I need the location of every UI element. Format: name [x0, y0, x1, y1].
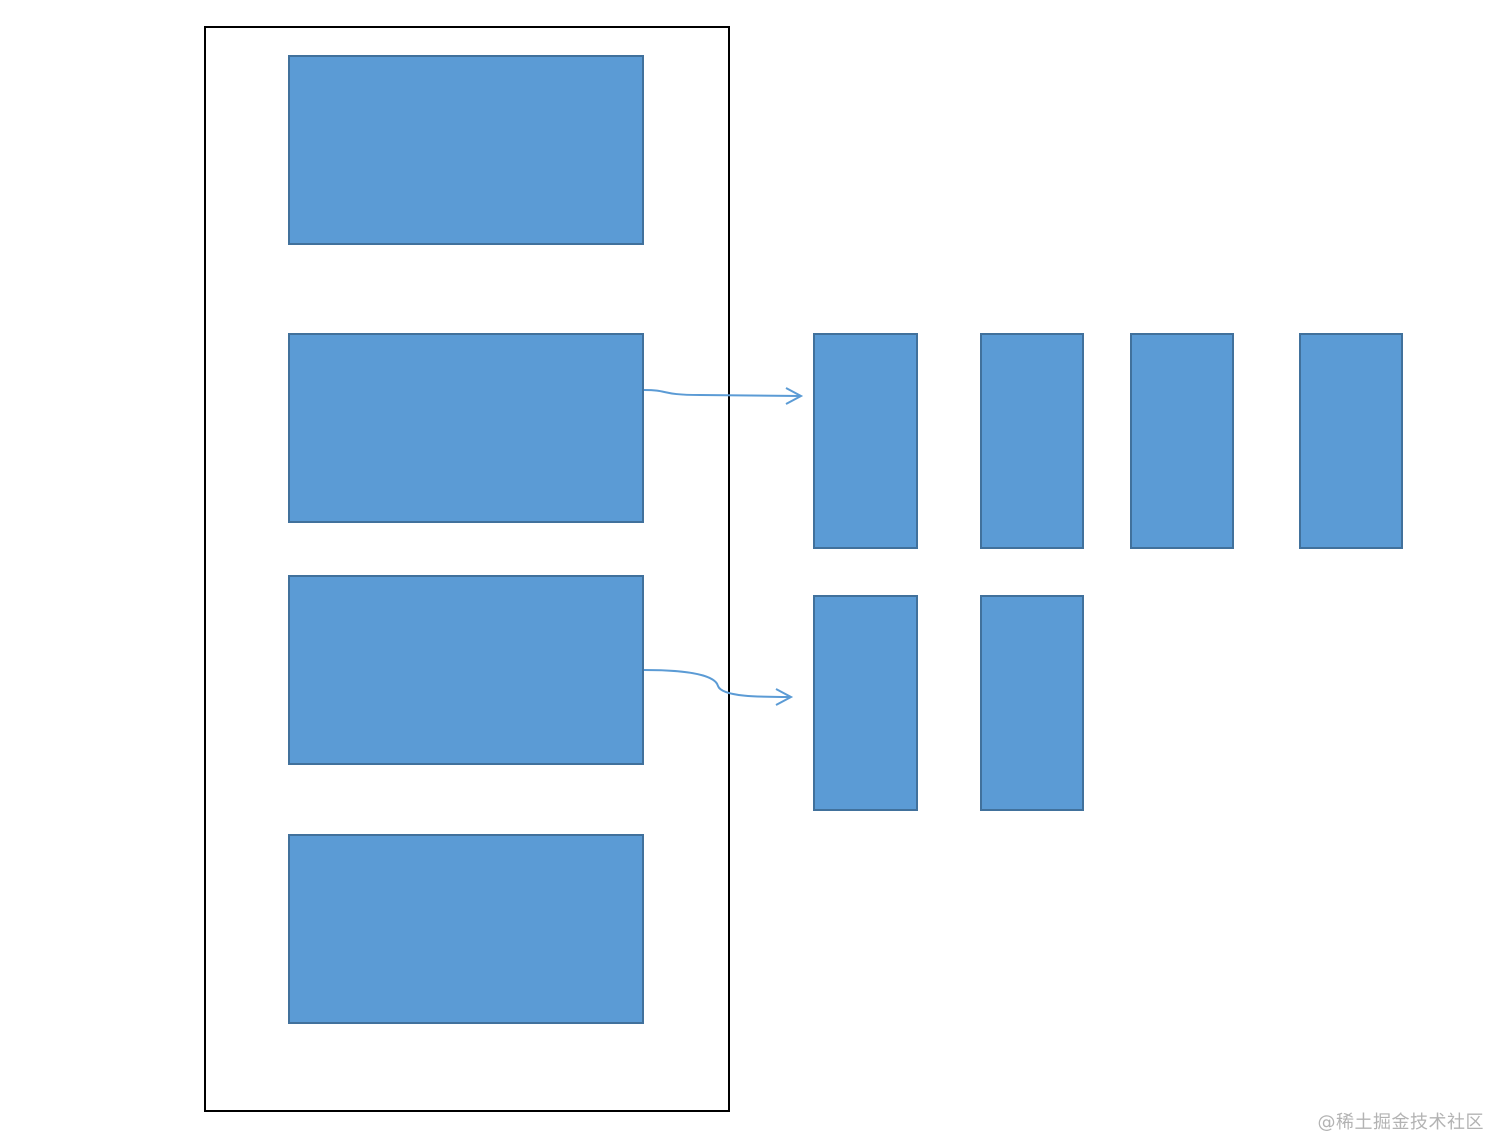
detail-row-2-block-2 — [980, 595, 1084, 811]
container-outline — [204, 26, 730, 1112]
watermark: @稀土掘金技术社区 — [1317, 1112, 1484, 1133]
container-slot-2 — [288, 333, 644, 523]
container-slot-4 — [288, 834, 644, 1024]
detail-row-1-block-4 — [1299, 333, 1403, 549]
detail-row-1-block-3 — [1130, 333, 1234, 549]
detail-row-2-block-1 — [813, 595, 918, 811]
detail-row-1-block-1 — [813, 333, 918, 549]
container-slot-3 — [288, 575, 644, 765]
detail-row-1-block-2 — [980, 333, 1084, 549]
container-slot-1 — [288, 55, 644, 245]
